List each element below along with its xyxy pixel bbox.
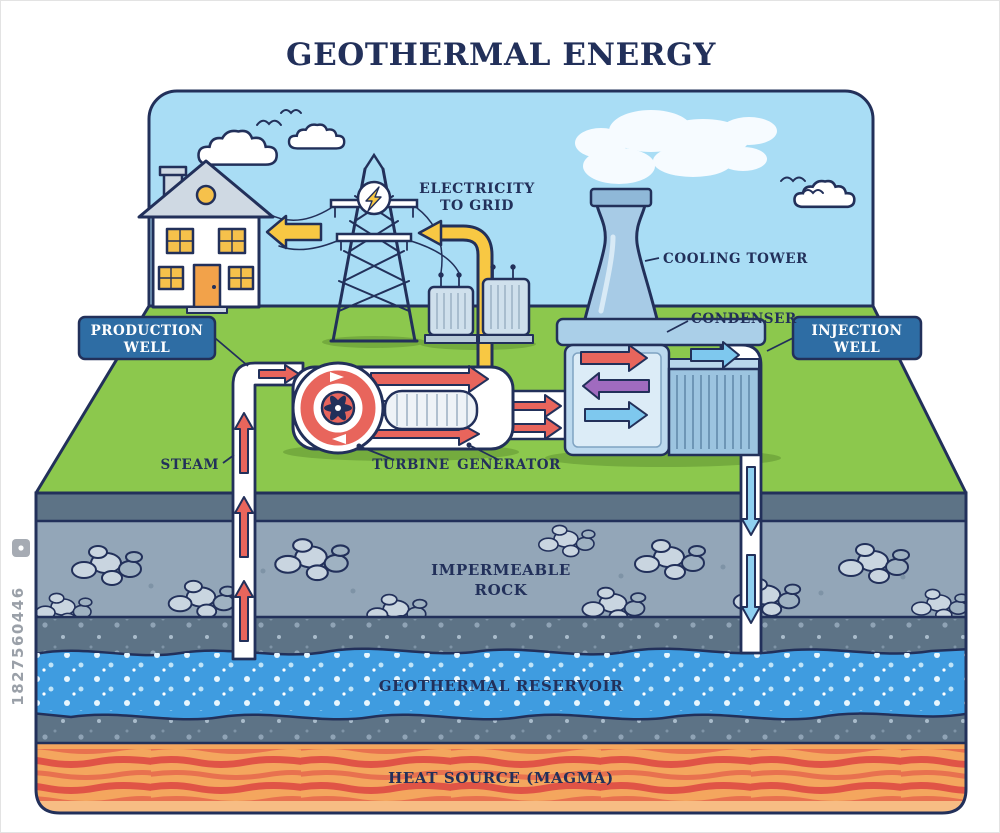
steam-arrows-to-condenser [510,394,562,440]
electricity-arrow-to-house [265,214,323,250]
injection-well-callout: INJECTION WELL [766,315,923,361]
rock-stones [36,524,966,629]
electricity-to-grid-label-line2: TO GRID [440,198,514,214]
injection-well-label-line1: INJECTION [811,323,902,339]
underground-outline [34,491,968,815]
heat-source-label: HEAT SOURCE (MAGMA) [388,769,614,787]
production-well-label-line1: PRODUCTION [91,323,204,339]
generator-body [383,389,479,431]
transformers [424,264,534,344]
stock-watermark: 1827560446 [9,539,30,706]
injection-well-label-line2: WELL [833,340,880,356]
turbine-wheel [291,361,385,455]
door [192,263,222,309]
production-well-label-line2: WELL [123,340,170,356]
electricity-flow-to-grid [417,219,494,375]
condenser-label: CONDENSER [691,311,797,327]
condenser-unit [555,317,767,457]
impermeable-rock-label-line1: IMPERMEABLE [431,561,571,579]
generator-label: GENERATOR [457,457,561,473]
attic-window [195,184,217,206]
condenser-heat-exchange-arrows [580,344,650,429]
turbine-generator-unit [291,361,515,455]
production-well-callout: PRODUCTION WELL [77,315,249,367]
condensed-water-exit-arrow [690,341,740,369]
steam-label: STEAM [160,457,219,473]
condenser-vent-block [667,367,761,457]
impermeable-rock-label-line2: ROCK [475,581,528,599]
cooling-tower [582,187,660,325]
cooling-tower-label: COOLING TOWER [663,251,808,267]
page-title: GEOTHERMAL ENERGY [286,37,716,73]
geothermal-reservoir-label: GEOTHERMAL RESERVOIR [379,677,624,695]
underground-layers [36,493,966,813]
steam-flow-arrows [234,364,300,642]
house [137,159,275,314]
birds [256,109,824,195]
doorstep [186,306,228,314]
watermark-number: 1827560446 [9,586,27,705]
soil-layer [36,493,966,523]
lightning-bolt-icon [365,186,382,212]
steam-cloud [575,110,777,184]
production-well-pipe [231,361,305,661]
turbine-label: TURBINE [372,457,450,473]
electricity-to-grid-label-line1: ELECTRICITY [419,181,535,197]
